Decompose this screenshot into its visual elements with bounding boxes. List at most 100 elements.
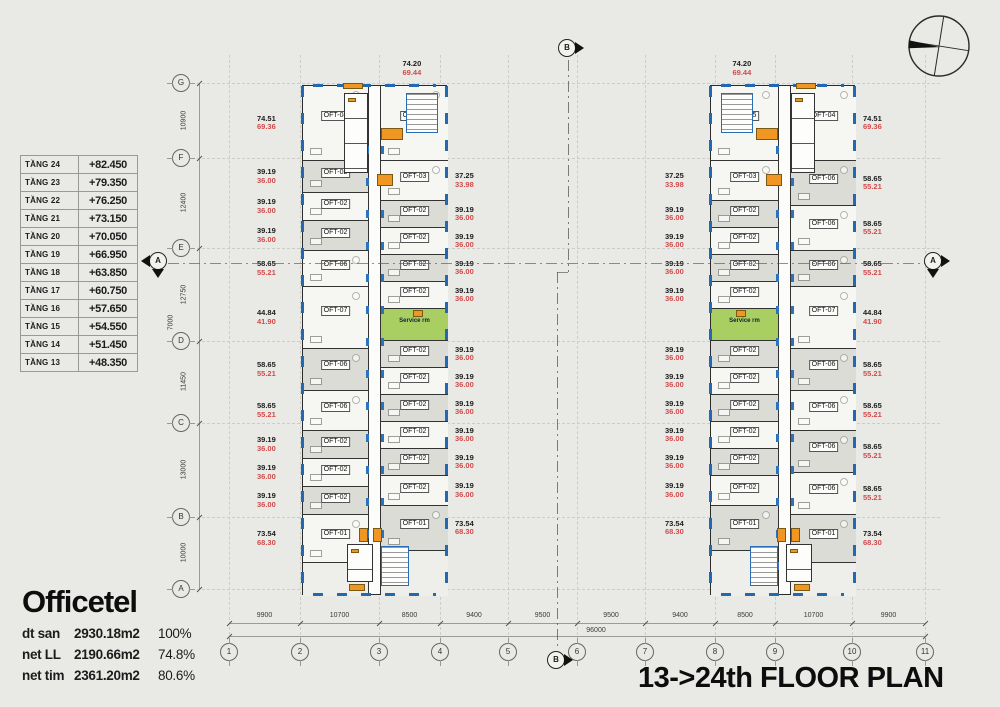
area-gross: 44.84: [257, 308, 276, 317]
stat-percent: 100%: [158, 626, 192, 641]
area-gross: 39.19: [665, 204, 684, 214]
unit: OFT-02: [303, 459, 368, 487]
unit-label: OFT-02: [729, 206, 760, 217]
area-net: 36.00: [257, 205, 276, 215]
area-gross: 39.19: [455, 481, 474, 490]
area-gross: 74.51: [863, 113, 882, 123]
floor-table-row: TẦNG 15+54.550: [20, 317, 138, 336]
furniture-mark: [388, 269, 400, 276]
furniture-mark: [310, 474, 322, 481]
furniture-mark: [798, 336, 810, 343]
unit-label: OFT-02: [729, 346, 760, 357]
blue-window-strip: [445, 86, 448, 594]
orange-block: [413, 310, 423, 317]
orange-block: [343, 83, 363, 89]
unit-label: OFT-02: [729, 373, 760, 384]
unit-label: OFT-02: [399, 373, 430, 384]
area-net: 68.30: [665, 527, 684, 536]
area-net: 36.00: [665, 294, 684, 303]
furniture-mark: [352, 520, 360, 528]
floor-table-row: TẦNG 22+76.250: [20, 191, 138, 210]
unit: OFT-02: [711, 282, 778, 309]
unit: OFT-02: [711, 228, 778, 255]
stair-bottom: [381, 546, 409, 586]
furniture-mark: [798, 274, 810, 281]
area-net: 36.00: [665, 489, 684, 499]
area-net: 69.36: [863, 122, 882, 131]
dim-label-horizontal: 9400: [672, 612, 688, 619]
unit: OFT-02: [711, 341, 778, 368]
furniture-mark: [388, 409, 400, 416]
grid-bubble-row-F: F: [167, 149, 195, 167]
unit-label: OFT-02: [729, 233, 760, 244]
stat-value: 2190.66m2: [74, 647, 140, 662]
unit-label: OFT-07: [320, 306, 351, 317]
furniture-mark: [718, 269, 730, 276]
furniture-mark: [310, 446, 322, 453]
service-rooms-stack: [791, 93, 815, 173]
unit: OFT-02: [303, 431, 368, 459]
blue-window-strip: [776, 146, 779, 574]
blue-window-strip: [709, 86, 712, 594]
floor-label: TẦNG 13: [20, 353, 79, 372]
floor-elevation: +70.050: [78, 227, 138, 246]
floor-label: TẦNG 19: [20, 245, 79, 264]
grid-bubble-col-11: 11: [916, 638, 934, 666]
unit-label: OFT-02: [399, 233, 430, 244]
stat-value: 2930.18m2: [74, 626, 140, 641]
dim-label-horizontal: 8500: [401, 612, 418, 619]
furniture-mark: [762, 91, 770, 99]
dim-label-horizontal: 9900: [880, 612, 897, 619]
blue-window-strip: [313, 84, 436, 87]
furniture-mark: [310, 418, 322, 425]
unit: OFT-02: [381, 395, 448, 422]
area-gross: 39.19: [257, 167, 276, 176]
stair-top: [721, 93, 753, 133]
unit: OFT-07: [303, 287, 368, 349]
furniture-mark: [798, 378, 810, 385]
floor-label: TẦNG 22: [20, 191, 79, 210]
floor-table-row: TẦNG 24+82.450: [20, 155, 138, 174]
furniture-mark: [840, 436, 848, 444]
grid-bubble-row-C: C: [167, 414, 195, 432]
orange-block: [736, 310, 746, 317]
unit: OFT-02: [381, 476, 448, 506]
grid-bubble-col-4: 4: [431, 638, 449, 666]
furniture-mark: [388, 296, 400, 303]
furniture-mark: [388, 493, 400, 500]
furniture-mark: [798, 418, 810, 425]
unit: OFT-02: [303, 487, 368, 515]
floor-table-row: TẦNG 17+60.750: [20, 281, 138, 300]
area-net: 68.30: [455, 527, 474, 536]
furniture-mark: [798, 460, 810, 467]
stat-percent: 80.6%: [158, 668, 195, 683]
unit: OFT-02: [381, 282, 448, 309]
orange-block: [796, 83, 816, 89]
grid-bubble-col-8: 8: [706, 638, 724, 666]
dim-label-horizontal: 9900: [256, 612, 273, 619]
unit: OFT-02: [711, 201, 778, 228]
blue-window-strip: [313, 593, 436, 596]
area-gross: 39.19: [665, 231, 684, 241]
unit: OFT-07: [791, 287, 856, 349]
dim-label-vertical: 12750: [180, 284, 188, 304]
area-gross: 39.19: [665, 344, 684, 354]
area-net: 68.30: [257, 537, 276, 547]
unit-label: OFT-02: [399, 427, 430, 438]
section-arrow: [141, 255, 150, 267]
orange-chip: [348, 98, 356, 102]
unit-label: OFT-06: [320, 360, 351, 371]
